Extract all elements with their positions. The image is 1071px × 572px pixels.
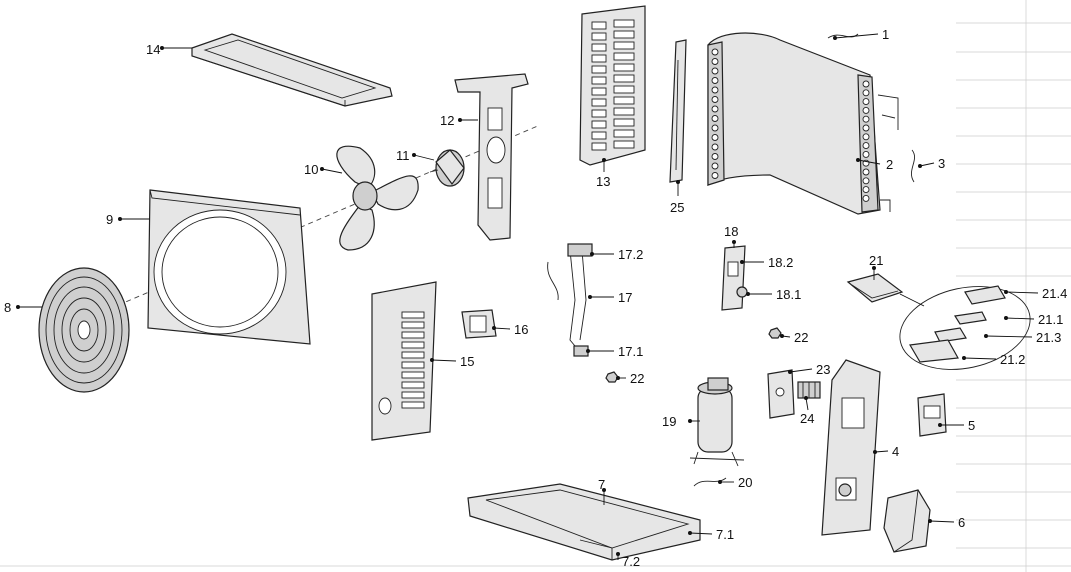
callout-1: 1 [882,27,889,42]
terminal-board [767,369,795,419]
reactor [461,309,497,339]
callout-10: 10 [304,162,318,177]
callout-20: 20 [738,475,752,490]
partition-plate [371,281,437,441]
control-board-group [899,285,1031,370]
fan-motor [429,149,465,187]
rear-grille [579,5,646,166]
compressor [689,377,745,467]
nut [605,371,619,383]
callout-21-4: 21.4 [1042,286,1067,301]
condenser-coil [707,32,899,215]
electrical-box [846,273,904,303]
fan-grille [38,267,130,393]
callout-7-2: 7.2 [622,554,640,569]
callout-11: 11 [396,148,410,163]
callout-6: 6 [958,515,965,530]
callout-21-1: 21.1 [1038,312,1063,327]
callout-24: 24 [800,411,814,426]
callout-5: 5 [968,418,975,433]
callout-12: 12 [440,113,454,128]
callout-2: 2 [886,157,893,172]
copper-tube [827,33,859,39]
callout-17-1: 17.1 [618,344,643,359]
callout-4: 4 [892,444,899,459]
callout-13: 13 [596,174,610,189]
callout-25: 25 [670,200,684,215]
valve-bracket [721,245,748,311]
callout-21-3: 21.3 [1036,330,1061,345]
callout-15: 15 [460,354,474,369]
base-pan [467,483,701,561]
callout-19: 19 [662,414,676,429]
callout-21: 21 [869,253,883,268]
nut [768,327,782,339]
terminal-strip [797,381,821,399]
side-rail [669,39,687,183]
callout-labels: 1 2 3 4 5 6 7 7.1 7.2 8 9 10 11 12 13 14… [4,27,1067,569]
sensor-wire [693,477,727,487]
bent-tube [910,149,916,183]
top-cover [191,33,393,107]
callout-17: 17 [618,290,632,305]
motor-bracket [454,73,529,241]
fan-blade [336,145,419,251]
callout-18: 18 [724,224,738,239]
callout-22b: 22 [794,330,808,345]
callout-leaders [16,33,1039,560]
callout-21-2: 21.2 [1000,352,1025,367]
callout-7-1: 7.1 [716,527,734,542]
callout-18-2: 18.2 [768,255,793,270]
right-side-panel [821,359,881,536]
handle [917,393,947,437]
callout-8: 8 [4,300,11,315]
valve-cover [883,489,931,553]
callout-16: 16 [514,322,528,337]
callout-18-1: 18.1 [776,287,801,302]
callout-9: 9 [106,212,113,227]
callout-22a: 22 [630,371,644,386]
callout-17-2: 17.2 [618,247,643,262]
callout-7: 7 [598,477,605,492]
valve-assembly [547,243,593,357]
callout-3: 3 [938,156,945,171]
front-panel [147,189,311,345]
callout-23: 23 [816,362,830,377]
callout-14: 14 [146,42,160,57]
